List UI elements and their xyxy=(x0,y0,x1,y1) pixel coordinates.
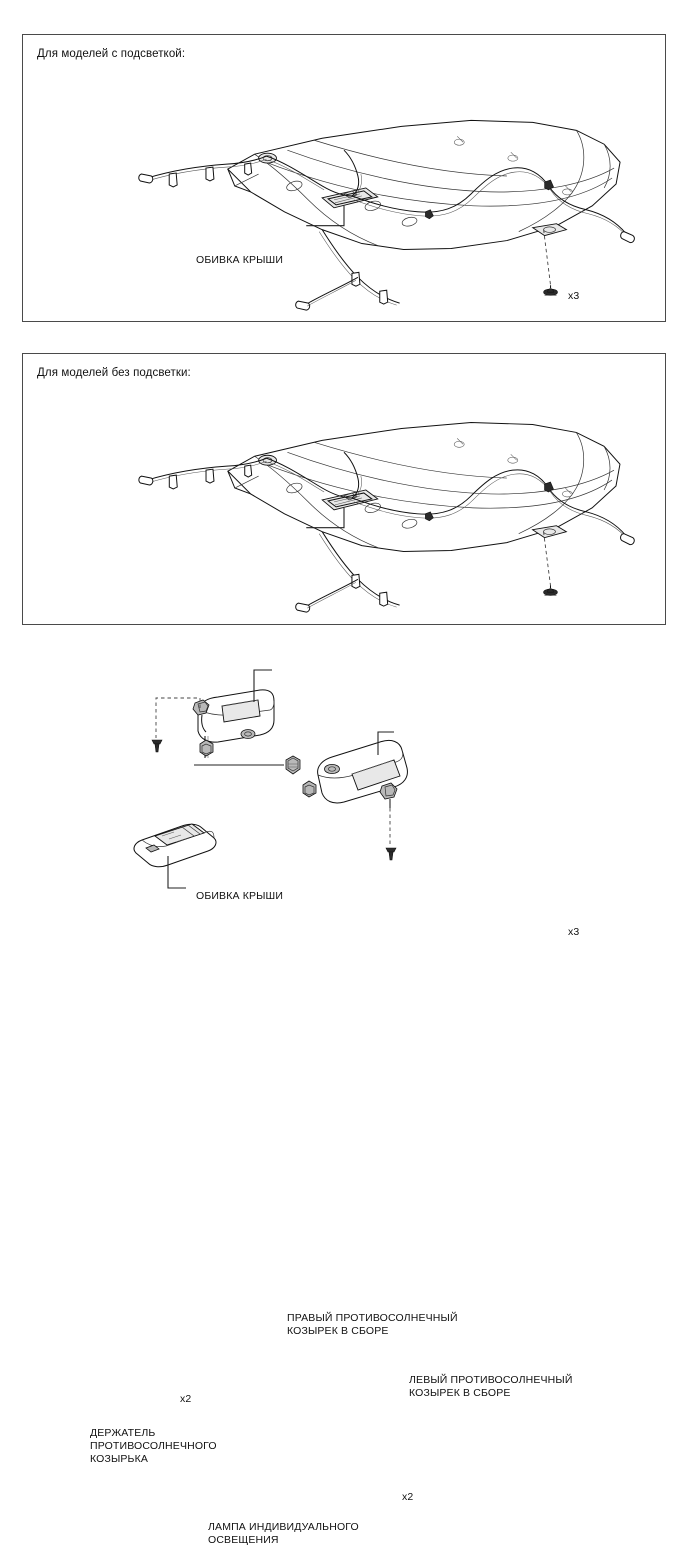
headliner-illustration-illuminated xyxy=(138,119,635,311)
screw-icon xyxy=(385,847,397,861)
holder-upper-clip xyxy=(199,739,214,757)
roof-clip-leader xyxy=(543,531,551,586)
panel-plain-caption: Для моделей без подсветки: xyxy=(37,367,191,379)
callout-visor-holder-line3: КОЗЫРЬКА xyxy=(90,1453,149,1465)
callout-personal-lamp-line1: ЛАМПА ИНДИВИДУАЛЬНОГО xyxy=(208,1521,359,1533)
left-visor-spare-clip xyxy=(302,780,317,798)
headliner-callout-leader xyxy=(306,507,345,529)
wire-harness-right xyxy=(351,167,635,244)
wire-harness-left xyxy=(138,457,267,490)
panel-plain-models: Для моделей без подсветки: xyxy=(22,353,666,938)
callout-headliner-plain: ОБИВКА КРЫШИ xyxy=(196,890,284,902)
right-sun-visor xyxy=(192,689,275,743)
wire-harness-right xyxy=(351,469,635,546)
left-visor-callout-leader xyxy=(377,731,394,755)
roof-clip-quantity-plain: x3 xyxy=(568,926,580,938)
callout-right-sun-visor-line1: ПРАВЫЙ ПРОТИВОСОЛНЕЧНЫЙ xyxy=(287,1312,458,1324)
right-visor-callout-leader xyxy=(253,669,272,702)
right-visor-screw-leader xyxy=(155,697,201,738)
rear-boss xyxy=(531,223,568,237)
headliner-callout-leader xyxy=(306,205,345,227)
callout-personal-lamp-line2: ОСВЕЩЕНИЯ xyxy=(208,1534,279,1546)
wire-harness-front xyxy=(295,229,400,311)
screw-icon xyxy=(151,739,163,753)
holder-post-line xyxy=(199,736,214,758)
left-visor-screw-quantity: x2 xyxy=(402,1491,414,1503)
wire-harness-center xyxy=(266,451,362,499)
visor-holder-clip xyxy=(285,755,301,775)
personal-lamp xyxy=(133,823,217,868)
callout-headliner-illuminated: ОБИВКА КРЫШИ xyxy=(196,254,284,266)
callout-right-sun-visor-line2: КОЗЫРЕК В СБОРЕ xyxy=(287,1325,389,1337)
sun-visor-illustration xyxy=(133,669,408,889)
callout-left-sun-visor-line1: ЛЕВЫЙ ПРОТИВОСОЛНЕЧНЫЙ xyxy=(409,1374,573,1386)
headliner-illustration-plain xyxy=(138,421,635,613)
wire-harness-front xyxy=(295,531,400,613)
callout-left-sun-visor-line2: КОЗЫРЕК В СБОРЕ xyxy=(409,1387,511,1399)
clip-grommet-icon xyxy=(543,285,558,296)
lamp-opening xyxy=(321,187,379,209)
headliner-body xyxy=(226,119,621,250)
left-sun-visor xyxy=(302,739,408,808)
callout-visor-holder-line1: ДЕРЖАТЕЛЬ xyxy=(90,1427,156,1439)
lamp-opening xyxy=(321,489,379,511)
callout-visor-holder-line2: ПРОТИВОСОЛНЕЧНОГО xyxy=(90,1440,217,1452)
right-visor-pivot xyxy=(192,699,210,733)
roof-clip-quantity-illuminated: x3 xyxy=(568,290,580,302)
headliner-body xyxy=(227,421,621,553)
roof-clip-leader xyxy=(543,229,551,286)
personal-lamp-callout-leader xyxy=(167,856,186,889)
right-visor-screw-quantity: x2 xyxy=(180,1393,192,1405)
right-visor-hook xyxy=(240,729,256,739)
sun-visor-section: ПРАВЫЙ ПРОТИВОСОЛНЕЧНЫЙ КОЗЫРЕК В СБОРЕ … xyxy=(22,640,666,1546)
left-visor-hook xyxy=(324,764,340,775)
wire-harness-center xyxy=(266,149,362,197)
panel-illuminated-caption: Для моделей с подсветкой: xyxy=(37,48,186,60)
left-visor-pivot xyxy=(379,782,398,808)
clip-grommet-icon xyxy=(543,585,558,596)
panel-illuminated-models: Для моделей с подсветкой: xyxy=(22,34,666,322)
rear-boss xyxy=(531,525,568,539)
wire-harness-left xyxy=(138,155,267,188)
